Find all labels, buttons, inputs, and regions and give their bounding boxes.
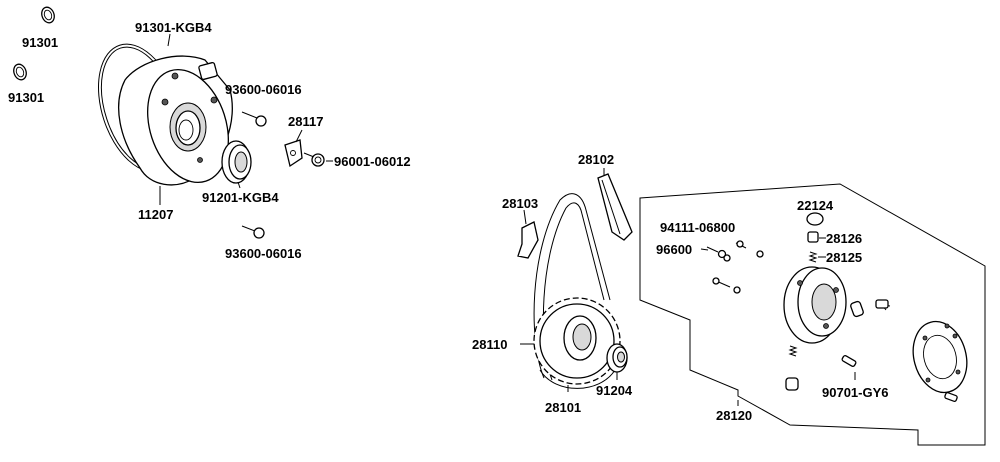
leader-chain-guide-lower (523, 209, 527, 225)
assy-screw-c[interactable] (712, 277, 731, 288)
label-chain-guide-upper: 28102 (578, 152, 614, 167)
label-assembly: 28120 (716, 408, 752, 423)
bolt-upper[interactable] (241, 111, 267, 127)
pin[interactable] (841, 354, 857, 368)
oil-seal[interactable] (221, 140, 252, 184)
assy-washer-c[interactable] (733, 286, 741, 294)
label-bolt-lower: 93600-06016 (225, 246, 302, 261)
sprocket-seal[interactable] (606, 343, 628, 373)
label-spring: 28125 (826, 250, 862, 265)
assy-screw-a[interactable] (706, 246, 727, 259)
label-oring-a: 91301 (22, 35, 58, 50)
label-pump-body: 11207 (138, 207, 173, 222)
label-cap: 22124 (797, 198, 834, 213)
rotor-pin-a[interactable] (850, 300, 864, 318)
rotor-housing[interactable] (783, 266, 847, 344)
flange-bolt[interactable] (303, 152, 325, 167)
sprocket[interactable] (533, 297, 621, 389)
chain-guide-upper[interactable] (597, 173, 633, 241)
oring-small-bottom[interactable] (12, 62, 29, 81)
bolt-lower[interactable] (241, 225, 265, 239)
lower-cap[interactable] (785, 377, 799, 391)
label-bolt-upper: 93600-06016 (225, 82, 302, 97)
assy-screw-b[interactable] (735, 240, 747, 249)
rotor-pin-b[interactable] (875, 299, 891, 311)
leader-plate (295, 129, 303, 143)
assy-washer-b[interactable] (756, 250, 764, 258)
label-plate: 28117 (288, 114, 323, 129)
label-assy-screw: 94111-06800 (660, 220, 735, 235)
label-assy-washer: 96600 (656, 242, 692, 257)
label-valve: 28126 (826, 231, 862, 246)
pump-body[interactable] (118, 55, 242, 193)
label-flange-bolt: 96001-06012 (334, 154, 411, 169)
leader-oil-seal (237, 181, 241, 189)
plate[interactable] (284, 139, 303, 168)
leader-assy-washer (700, 248, 709, 251)
label-sprocket: 28101 (545, 400, 581, 415)
chain-guide-lower[interactable] (517, 221, 539, 259)
leader-pump-oring (167, 33, 171, 47)
oring-small-top[interactable] (40, 5, 57, 24)
label-pump-oring: 91301-KGB4 (135, 20, 212, 35)
spring[interactable] (808, 251, 818, 263)
cap[interactable] (806, 212, 824, 226)
assy-washer-a[interactable] (723, 254, 731, 262)
label-oring-b: 91301 (8, 90, 44, 105)
lower-spring[interactable] (788, 345, 798, 357)
label-oil-seal: 91201-KGB4 (202, 190, 279, 205)
cover-pin[interactable] (944, 392, 958, 402)
label-chain: 28110 (472, 337, 507, 352)
label-chain-guide-lower: 28103 (502, 196, 538, 211)
valve[interactable] (807, 231, 819, 243)
label-pin: 90701-GY6 (822, 385, 889, 400)
cover-plate[interactable] (906, 315, 975, 398)
assembly-outline (639, 183, 986, 446)
label-sprocket-seal: 91204 (596, 383, 633, 398)
